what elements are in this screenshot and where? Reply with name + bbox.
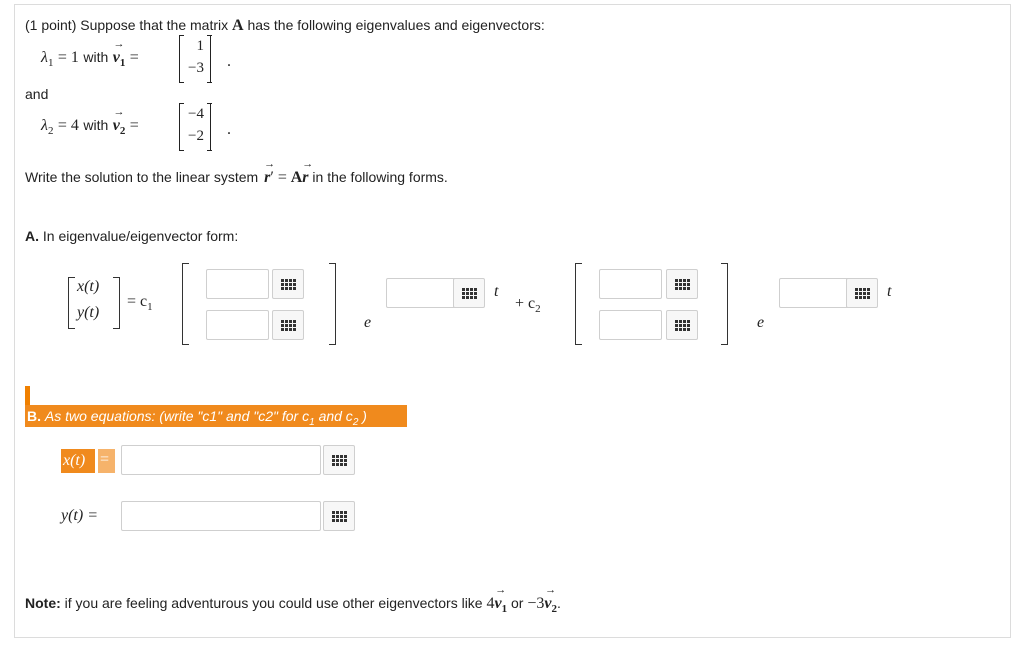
problem-panel: (1 point) Suppose that the matrix A has …: [14, 4, 1011, 638]
exp-e-1: e: [364, 314, 372, 331]
lhs-left-bracket: [68, 277, 75, 329]
grid-icon: [331, 510, 347, 522]
vec2-right-bracket: [721, 263, 728, 345]
vec1-top-input[interactable]: [206, 269, 269, 299]
vec1-bottom-input[interactable]: [206, 310, 269, 340]
x-of-t-label: x(t): [61, 449, 95, 473]
exponent-1-palette-button[interactable]: [453, 278, 485, 308]
exp-t-2: t: [887, 283, 892, 300]
x-of-t-palette-button[interactable]: [323, 445, 355, 475]
eigenvector-1-matrix: 1 −3: [178, 35, 212, 83]
eq-c1: = c1: [127, 293, 153, 314]
eigenpair-1: λ1 = 1 with →v1 =: [41, 38, 139, 70]
lhs-x-of-t: x(t): [77, 278, 100, 295]
x-of-t-input[interactable]: [121, 445, 321, 475]
grid-icon: [674, 278, 690, 290]
lhs-right-bracket: [113, 277, 120, 329]
part-b-heading: B. As two equations: (write "c1" and "c2…: [25, 405, 407, 428]
grid-icon: [854, 287, 870, 299]
y-of-t-label: y(t) =: [61, 507, 98, 524]
vec2-bottom-palette-button[interactable]: [666, 310, 698, 340]
lhs-y-of-t: y(t): [77, 304, 100, 321]
and-text: and: [25, 86, 49, 102]
vec1-right-bracket: [329, 263, 336, 345]
grid-icon: [461, 287, 477, 299]
grid-icon: [674, 319, 690, 331]
vec1-top-palette-button[interactable]: [272, 269, 304, 299]
y-of-t-palette-button[interactable]: [323, 501, 355, 531]
grid-icon: [280, 319, 296, 331]
grid-icon: [280, 278, 296, 290]
eig2-period: .: [227, 121, 231, 138]
problem-intro: (1 point) Suppose that the matrix A has …: [25, 17, 545, 34]
exp-t-1: t: [494, 283, 499, 300]
vec2-left-bracket: [575, 263, 582, 345]
exp-e-2: e: [757, 314, 765, 331]
eig1-period: .: [227, 53, 231, 70]
eigenpair-2: λ2 = 4 with →v2 =: [41, 106, 139, 138]
vec2-top-input[interactable]: [599, 269, 662, 299]
exponent-1-input[interactable]: [386, 278, 461, 308]
vec1-bottom-palette-button[interactable]: [272, 310, 304, 340]
note-text: Note: if you are feeling adventurous you…: [25, 584, 561, 616]
vec1-left-bracket: [182, 263, 189, 345]
plus-c2: + c2: [515, 295, 541, 316]
system-instruction: Write the solution to the linear system …: [25, 158, 448, 186]
exponent-2-input[interactable]: [779, 278, 854, 308]
eigenvector-2-matrix: −4 −2: [178, 103, 212, 151]
exponent-2-palette-button[interactable]: [846, 278, 878, 308]
y-of-t-input[interactable]: [121, 501, 321, 531]
x-equals-sign: =: [98, 449, 115, 473]
part-a-heading: A. In eigenvalue/eigenvector form:: [25, 228, 239, 244]
vec2-bottom-input[interactable]: [599, 310, 662, 340]
grid-icon: [331, 454, 347, 466]
vec2-top-palette-button[interactable]: [666, 269, 698, 299]
